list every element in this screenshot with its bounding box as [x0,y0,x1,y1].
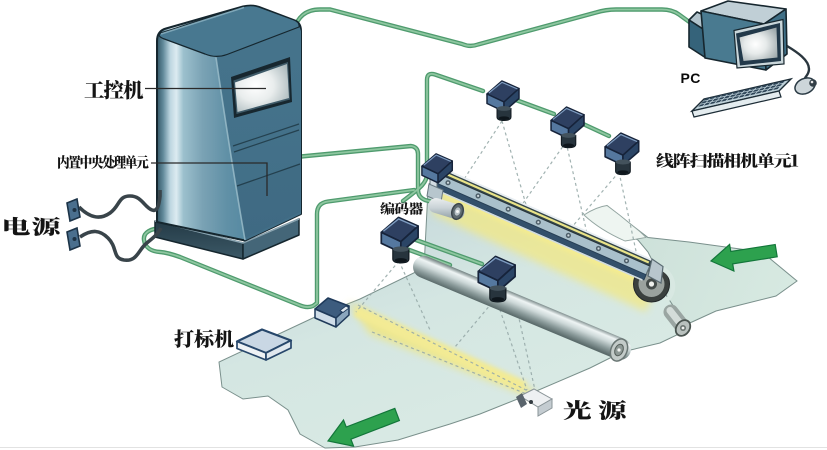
svg-text:PC: PC [681,70,701,86]
